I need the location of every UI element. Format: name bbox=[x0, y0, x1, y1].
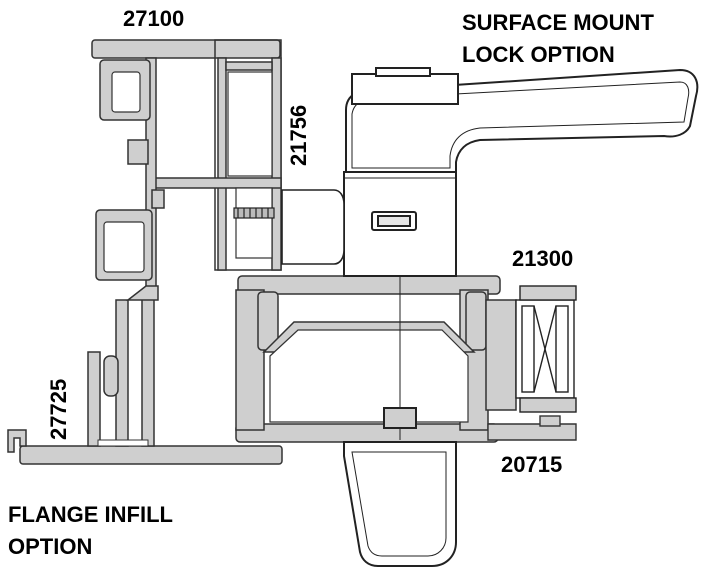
profile-20715 bbox=[487, 415, 577, 441]
caption-flange-line2: OPTION bbox=[8, 534, 93, 559]
profile-27725 bbox=[7, 285, 283, 465]
screw-icon bbox=[233, 207, 275, 219]
label-21756: 21756 bbox=[286, 104, 311, 166]
keeper-block bbox=[281, 189, 345, 265]
label-27100: 27100 bbox=[123, 6, 185, 31]
label-20715: 20715 bbox=[501, 452, 563, 477]
profile-27725-cavity bbox=[97, 439, 149, 447]
caption-lock-line1: SURFACE MOUNT bbox=[462, 10, 654, 35]
label-27725: 27725 bbox=[46, 378, 71, 440]
caption-lock-line2: LOCK OPTION bbox=[462, 42, 615, 67]
label-21300: 21300 bbox=[512, 246, 574, 271]
inner-handle bbox=[343, 407, 457, 567]
lock-handle bbox=[343, 67, 699, 277]
caption-flange-line1: FLANGE INFILL bbox=[8, 502, 173, 527]
glazing-unit bbox=[515, 285, 577, 413]
profile-27100-cavity bbox=[103, 71, 273, 273]
profile-21300-cavity bbox=[269, 329, 469, 423]
